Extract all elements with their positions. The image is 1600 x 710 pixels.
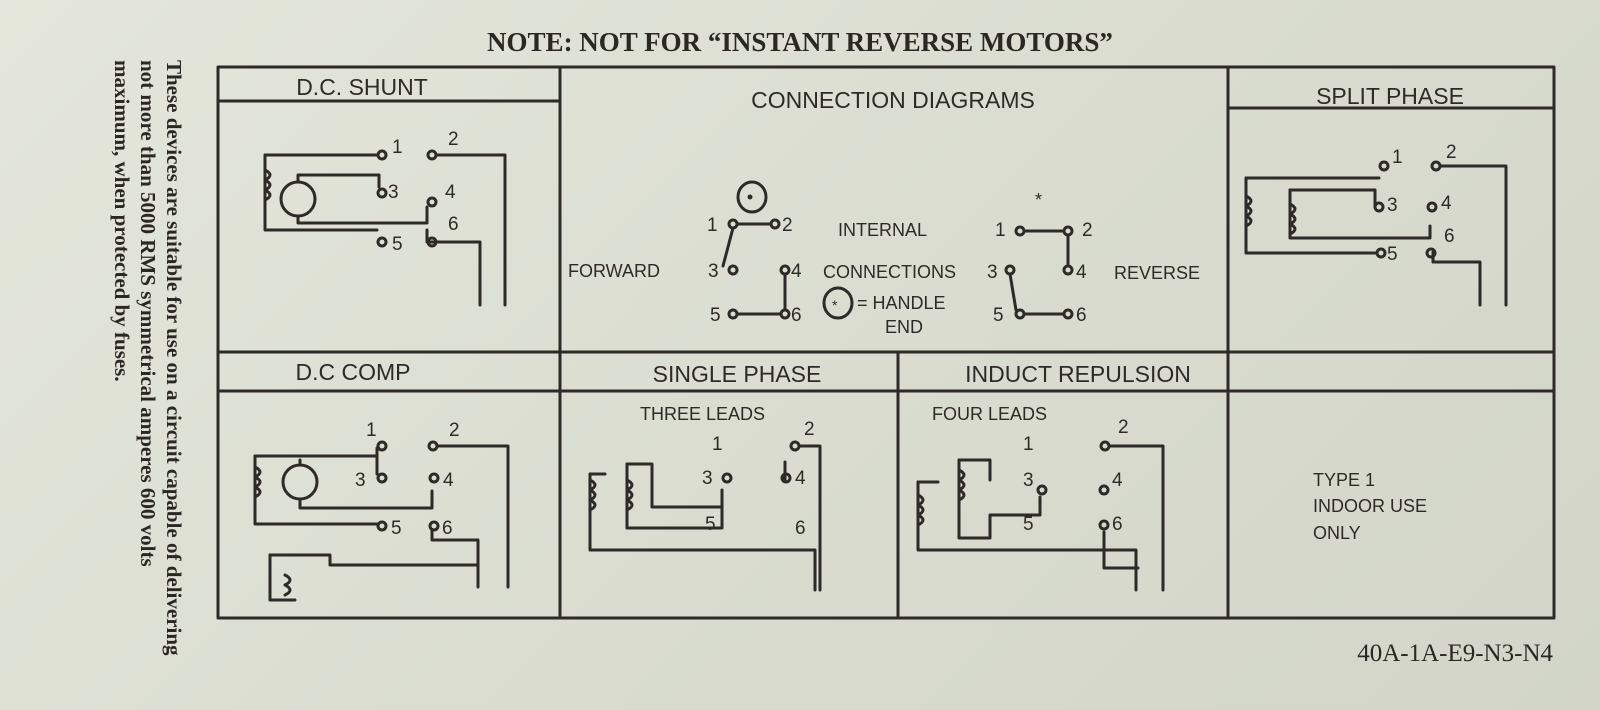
part-number: 40A-1A-E9-N3-N4 — [1357, 640, 1553, 667]
terminal-number: 3 — [702, 468, 713, 489]
terminal-number: 1 — [995, 220, 1006, 241]
terminal-number: 1 — [366, 420, 377, 441]
terminal-number: 6 — [791, 305, 802, 326]
star-marker: * — [1035, 190, 1042, 210]
terminal-number: 1 — [392, 137, 403, 158]
terminal-number: 2 — [1446, 142, 1457, 163]
terminal-number: 4 — [1076, 262, 1087, 283]
terminal-number: 3 — [388, 182, 399, 203]
terminal-number: 5 — [391, 518, 402, 539]
terminal-number: 3 — [1023, 470, 1034, 491]
type-line-2: INDOOR USE — [1313, 496, 1427, 516]
title-dc-comp: D.C COMP — [296, 359, 411, 385]
title-split-phase: SPLIT PHASE — [1316, 83, 1464, 109]
terminal-number: 6 — [795, 518, 806, 539]
terminal-number: 1 — [1392, 147, 1403, 168]
terminal-number: 5 — [1387, 244, 1398, 265]
reverse-label: REVERSE — [1114, 263, 1200, 283]
terminal-number: 4 — [791, 261, 802, 282]
terminal-number: 3 — [708, 261, 719, 282]
note-heading: NOTE: NOT FOR “INSTANT REVERSE MOTORS” — [487, 27, 1113, 57]
terminal-number: 6 — [448, 214, 459, 235]
induct-repulsion-diagram — [916, 440, 1165, 592]
terminal-number: 2 — [782, 215, 793, 236]
subtitle-four-leads: FOUR LEADS — [932, 404, 1047, 424]
end-label: END — [885, 317, 923, 337]
terminal-number: 2 — [448, 129, 459, 150]
terminal-number: 4 — [1441, 193, 1452, 214]
terminal-number: 4 — [795, 468, 806, 489]
terminal-number: 5 — [1023, 514, 1034, 535]
type-line-3: ONLY — [1313, 523, 1361, 543]
handle-label: = HANDLE — [857, 293, 946, 313]
terminal-number: 1 — [707, 215, 718, 236]
type-line-1: TYPE 1 — [1313, 470, 1375, 490]
single-phase-diagram — [588, 440, 822, 592]
terminal-number: 5 — [710, 305, 721, 326]
terminal-number: 2 — [804, 419, 815, 440]
reverse-switch — [1004, 225, 1074, 320]
title-dc-shunt: D.C. SHUNT — [296, 74, 428, 100]
grid-frame — [216, 65, 1556, 620]
internal-label: INTERNAL — [838, 220, 927, 240]
terminal-number: 1 — [1023, 434, 1034, 455]
terminal-number: 4 — [1112, 470, 1123, 491]
title-connection-diagrams: CONNECTION DIAGRAMS — [751, 87, 1035, 113]
title-induct-repulsion: INDUCT REPULSION — [965, 361, 1191, 387]
terminal-number: 5 — [705, 514, 716, 535]
terminal-number: 3 — [987, 262, 998, 283]
terminal-number: 6 — [1444, 226, 1455, 247]
terminal-number: 6 — [1076, 305, 1087, 326]
forward-label: FORWARD — [568, 261, 660, 281]
title-single-phase: SINGLE PHASE — [653, 361, 822, 387]
split-phase-diagram — [1244, 160, 1508, 307]
dc-comp-diagram — [253, 440, 510, 602]
terminal-number: 6 — [1112, 514, 1123, 535]
terminal-number: 3 — [355, 470, 366, 491]
subtitle-three-leads: THREE LEADS — [640, 404, 765, 424]
terminal-number: 6 — [442, 518, 453, 539]
terminal-number: 2 — [449, 420, 460, 441]
forward-switch — [721, 180, 791, 320]
terminal-number: 2 — [1082, 220, 1093, 241]
connections-label: CONNECTIONS — [823, 262, 956, 282]
star-in-circle: * — [832, 297, 838, 313]
terminal-number: 2 — [1118, 417, 1129, 438]
terminal-number: 5 — [392, 234, 403, 255]
terminal-number: 4 — [445, 182, 456, 203]
terminal-number: 1 — [712, 434, 723, 455]
terminal-number: 5 — [993, 305, 1004, 326]
dc-shunt-diagram — [263, 149, 507, 307]
terminal-number: 3 — [1387, 195, 1398, 216]
terminal-number: 4 — [443, 470, 454, 491]
